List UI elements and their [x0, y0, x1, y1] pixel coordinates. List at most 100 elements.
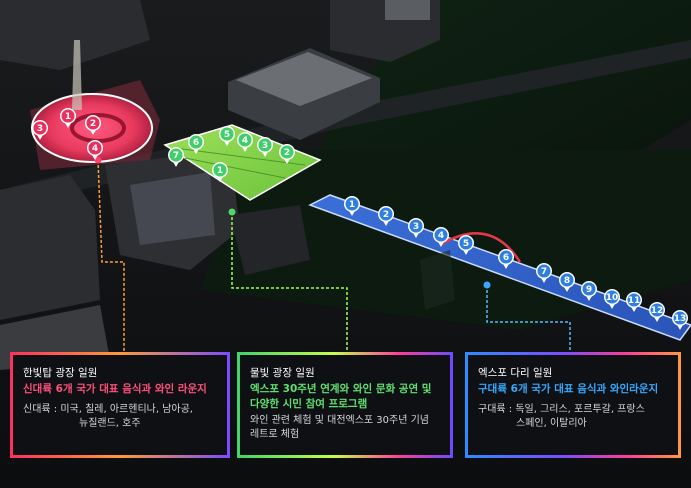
map-pin-bridge-3: 3: [408, 218, 424, 238]
map-pin-bridge-1: 1: [344, 196, 360, 216]
pin-number: 7: [541, 267, 547, 277]
pin-body: [499, 250, 513, 264]
mulbit-card-desc: 와인 관련 체험 및 대전엑스포 30주년 기념 레트로 체험: [250, 414, 440, 442]
hanbit-card-headline: 신대륙 6개 국가 대표 음식과 와인 라운지: [23, 383, 207, 395]
bridge-card: 엑스포 다리 일원 구대륙 6개 국가 대표 음식과 와인라운지 구대륙 : 독…: [468, 355, 678, 455]
map-pin-bridge-11: 11: [626, 292, 642, 312]
map-pin-bridge-8: 8: [559, 272, 575, 292]
expo-bridge: [308, 194, 691, 341]
mulbit-card: 물빛 광장 일원 엑스포 30주년 연계와 와인 문화 공연 및 다양한 시민 …: [240, 355, 450, 455]
pin-body: [86, 116, 100, 130]
bridge-card-desc: 구대륙 : 독일, 그리스, 포르투갈, 프랑스 스페인, 이탈리아: [478, 403, 668, 431]
pin-body: [345, 197, 359, 211]
hanbit-desc-line2: 뉴질랜드, 호주: [79, 418, 141, 429]
map-pin-bridge-10: 10: [604, 289, 620, 309]
hanbit-card-desc: 신대륙 : 미국, 칠레, 아르헨티나, 남아공, 뉴질랜드, 호주: [23, 403, 217, 431]
pin-number: 3: [413, 222, 419, 232]
mulbit-card-headline-2: 다양한 시민 참여 프로그램: [250, 398, 368, 410]
pin-body: [33, 121, 47, 135]
pin-body: [169, 148, 183, 162]
pin-body: [258, 138, 272, 152]
pin-number: 6: [193, 138, 199, 148]
map-pin-bridge-13: 13: [672, 310, 688, 330]
map-pin-hanbit-1: 1: [60, 108, 76, 128]
mulbit-pins: 1 2 3 4 5 6 7: [168, 126, 295, 182]
leader-line-bridge: [486, 285, 571, 358]
pin-number: 12: [651, 306, 664, 316]
pin-body: [238, 133, 252, 147]
pin-number: 7: [173, 151, 179, 161]
bridge-pylon: [420, 250, 455, 310]
pin-body: [537, 264, 551, 278]
mulbit-desc-line1: 와인 관련 체험 및 대전엑스포 30주년 기념: [250, 415, 429, 426]
pin-number: 5: [224, 130, 230, 140]
pin-body: [220, 127, 234, 141]
building-center-roof: [236, 52, 372, 106]
map-pin-hanbit-2: 2: [85, 115, 101, 135]
pin-number: 13: [674, 314, 687, 324]
pin-number: 1: [217, 166, 223, 176]
plaza-line-2: [184, 157, 286, 179]
map-pin-bridge-12: 12: [649, 302, 665, 322]
hanbit-tower: [72, 40, 82, 110]
leader-line-mulbit: [231, 212, 348, 358]
hanbit-desc-line1: 신대륙 : 미국, 칠레, 아르헨티나, 남아공,: [23, 404, 193, 415]
mulbit-card-title: 물빛 광장 일원: [250, 367, 315, 379]
pin-body: [280, 145, 294, 159]
pin-number: 1: [349, 200, 355, 210]
hanbit-card: 한빛탑 광장 일원 신대륙 6개 국가 대표 음식과 와인 라운지 신대륙 : …: [13, 355, 227, 455]
pin-number: 4: [92, 144, 98, 154]
map-pin-mulbit-1: 1: [212, 162, 228, 182]
building-block-roof: [130, 172, 215, 245]
pin-number: 10: [606, 293, 619, 303]
map-pin-hanbit-3: 3: [32, 120, 48, 140]
map-pin-mulbit-5: 5: [219, 126, 235, 146]
pin-body: [673, 311, 687, 325]
hanbit-card-title: 한빛탑 광장 일원: [23, 367, 98, 379]
leader-dot-hanbit: [94, 156, 102, 164]
building-small: [230, 205, 310, 275]
mulbit-desc-line2: 레트로 체험: [250, 429, 300, 440]
pin-number: 2: [284, 148, 290, 158]
bridge-desc-line1: 구대륙 : 독일, 그리스, 포르투갈, 프랑스: [478, 404, 645, 415]
map-pin-mulbit-4: 4: [237, 132, 253, 152]
map-pin-mulbit-7: 7: [168, 147, 184, 167]
map-pin-mulbit-6: 6: [188, 134, 204, 154]
pin-body: [582, 282, 596, 296]
leader-dot-bridge: [483, 281, 491, 289]
map-pin-hanbit-4: 4: [87, 140, 103, 160]
bridge-desc-line2: 스페인, 이탈리아: [516, 418, 587, 429]
map-pin-bridge-7: 7: [536, 263, 552, 283]
bridge-card-headline: 구대륙 6개 국가 대표 음식과 와인라운지: [478, 383, 659, 395]
pin-body: [61, 109, 75, 123]
building-top-roof: [385, 0, 430, 20]
map-pin-mulbit-2: 2: [279, 144, 295, 164]
pin-body: [409, 219, 423, 233]
map-pin-bridge-6: 6: [498, 249, 514, 269]
pin-body: [88, 141, 102, 155]
bridge-card-title: 엑스포 다리 일원: [478, 367, 553, 379]
pin-number: 11: [628, 296, 641, 306]
pin-body: [434, 228, 448, 242]
pin-body: [605, 290, 619, 304]
leader-line-hanbit: [97, 159, 125, 358]
pin-body: [213, 163, 227, 177]
pin-number: 1: [65, 112, 71, 122]
pin-number: 5: [463, 239, 469, 249]
pin-body: [189, 135, 203, 149]
map-pin-bridge-9: 9: [581, 281, 597, 301]
pin-number: 8: [564, 276, 570, 286]
pin-number: 4: [242, 136, 248, 146]
hanbit-pins: 1 2 3 4: [32, 108, 103, 160]
building-left: [0, 175, 100, 320]
bridge-arch: [439, 232, 522, 263]
pin-body: [560, 273, 574, 287]
pin-body: [459, 236, 473, 250]
pin-body: [650, 303, 664, 317]
leader-dot-mulbit: [228, 208, 236, 216]
pin-body: [379, 207, 393, 221]
pin-number: 3: [262, 141, 268, 151]
map-pin-bridge-2: 2: [378, 206, 394, 226]
